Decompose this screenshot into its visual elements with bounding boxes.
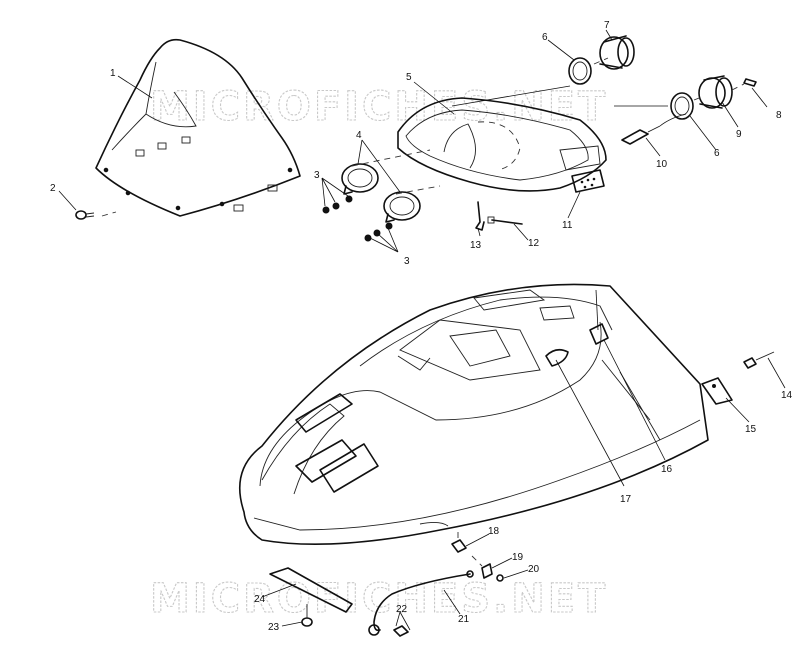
gauge-bezel-left: [341, 163, 379, 195]
callout-labels: 1 2 3 3 4 5 6 6 7 8 9 10 11 12 13 14 15 …: [50, 20, 793, 633]
speedometer: [599, 35, 635, 70]
callout-4: 4: [356, 130, 362, 141]
callout-9: 9: [736, 129, 742, 140]
tachometer: [698, 75, 733, 109]
callout-22: 22: [396, 604, 408, 615]
instrument-pod: [397, 97, 607, 192]
bracket-plate: [269, 567, 353, 613]
callout-1: 1: [110, 68, 116, 79]
callout-19: 19: [512, 552, 524, 563]
callout-3-upper: 3: [314, 170, 320, 181]
callout-5: 5: [406, 72, 412, 83]
gauge-ring-upper: [568, 57, 592, 85]
hook-fastener: [481, 563, 493, 579]
wiring-connector: [621, 113, 687, 145]
bulb: [743, 78, 757, 87]
callout-6-upper: 6: [542, 32, 548, 43]
gauge-bezel-right: [383, 191, 421, 223]
callout-12: 12: [528, 238, 540, 249]
callout-24: 24: [254, 594, 266, 605]
foam-block: [571, 169, 605, 193]
watermark-bottom: MICROFICHES.NET: [150, 576, 608, 622]
callout-17: 17: [620, 494, 632, 505]
harness-plug: [475, 201, 485, 231]
cable-clip: [393, 625, 409, 637]
callout-21: 21: [458, 614, 470, 625]
callout-13: 13: [470, 240, 482, 251]
callout-10: 10: [656, 159, 668, 170]
callout-23: 23: [268, 622, 280, 633]
callout-16: 16: [661, 464, 673, 475]
callout-18: 18: [488, 526, 500, 537]
callout-14: 14: [781, 390, 793, 401]
prop-cable: [368, 570, 474, 636]
assembly-guides: [101, 57, 745, 567]
callout-7: 7: [604, 20, 610, 31]
callout-15: 15: [745, 424, 757, 435]
windshield: [95, 38, 301, 217]
windshield-screw: [75, 210, 95, 220]
cable-tie: [487, 216, 523, 225]
leader-lines: [58, 29, 786, 631]
nuts-lower: [364, 222, 393, 242]
callout-2: 2: [50, 183, 56, 194]
callout-20: 20: [528, 564, 540, 575]
callout-8: 8: [776, 110, 782, 121]
hood-clip: [743, 351, 775, 369]
latch-bracket: [701, 377, 733, 405]
hood: [238, 283, 709, 546]
latch-clip: [451, 539, 467, 553]
callout-3-lower: 3: [404, 256, 410, 267]
nut-small: [496, 574, 504, 582]
callout-11: 11: [562, 220, 573, 231]
callout-6-lower: 6: [714, 148, 720, 159]
nuts-upper: [322, 195, 353, 214]
